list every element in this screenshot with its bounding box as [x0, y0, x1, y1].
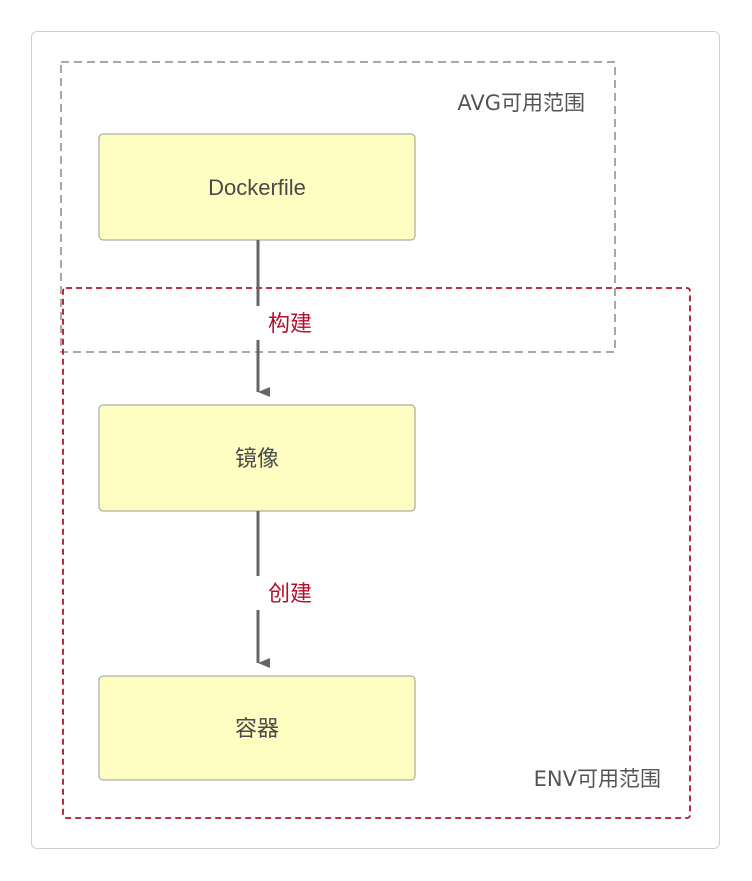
avg-region — [60, 61, 616, 353]
node-dockerfile-label: Dockerfile — [208, 175, 306, 200]
env-region — [62, 287, 691, 819]
edge-create-label-bg — [250, 576, 320, 610]
avg-region-label: AVG可用范围 — [457, 91, 585, 115]
node-container — [98, 675, 416, 781]
node-image-label: 镜像 — [235, 446, 279, 471]
edge-build-label: 构建 — [268, 312, 312, 337]
env-region-label: ENV可用范围 — [534, 767, 661, 791]
node-container-label: 容器 — [235, 716, 279, 741]
edge-create-label: 创建 — [268, 582, 312, 607]
edge-build-label-bg — [250, 306, 320, 340]
